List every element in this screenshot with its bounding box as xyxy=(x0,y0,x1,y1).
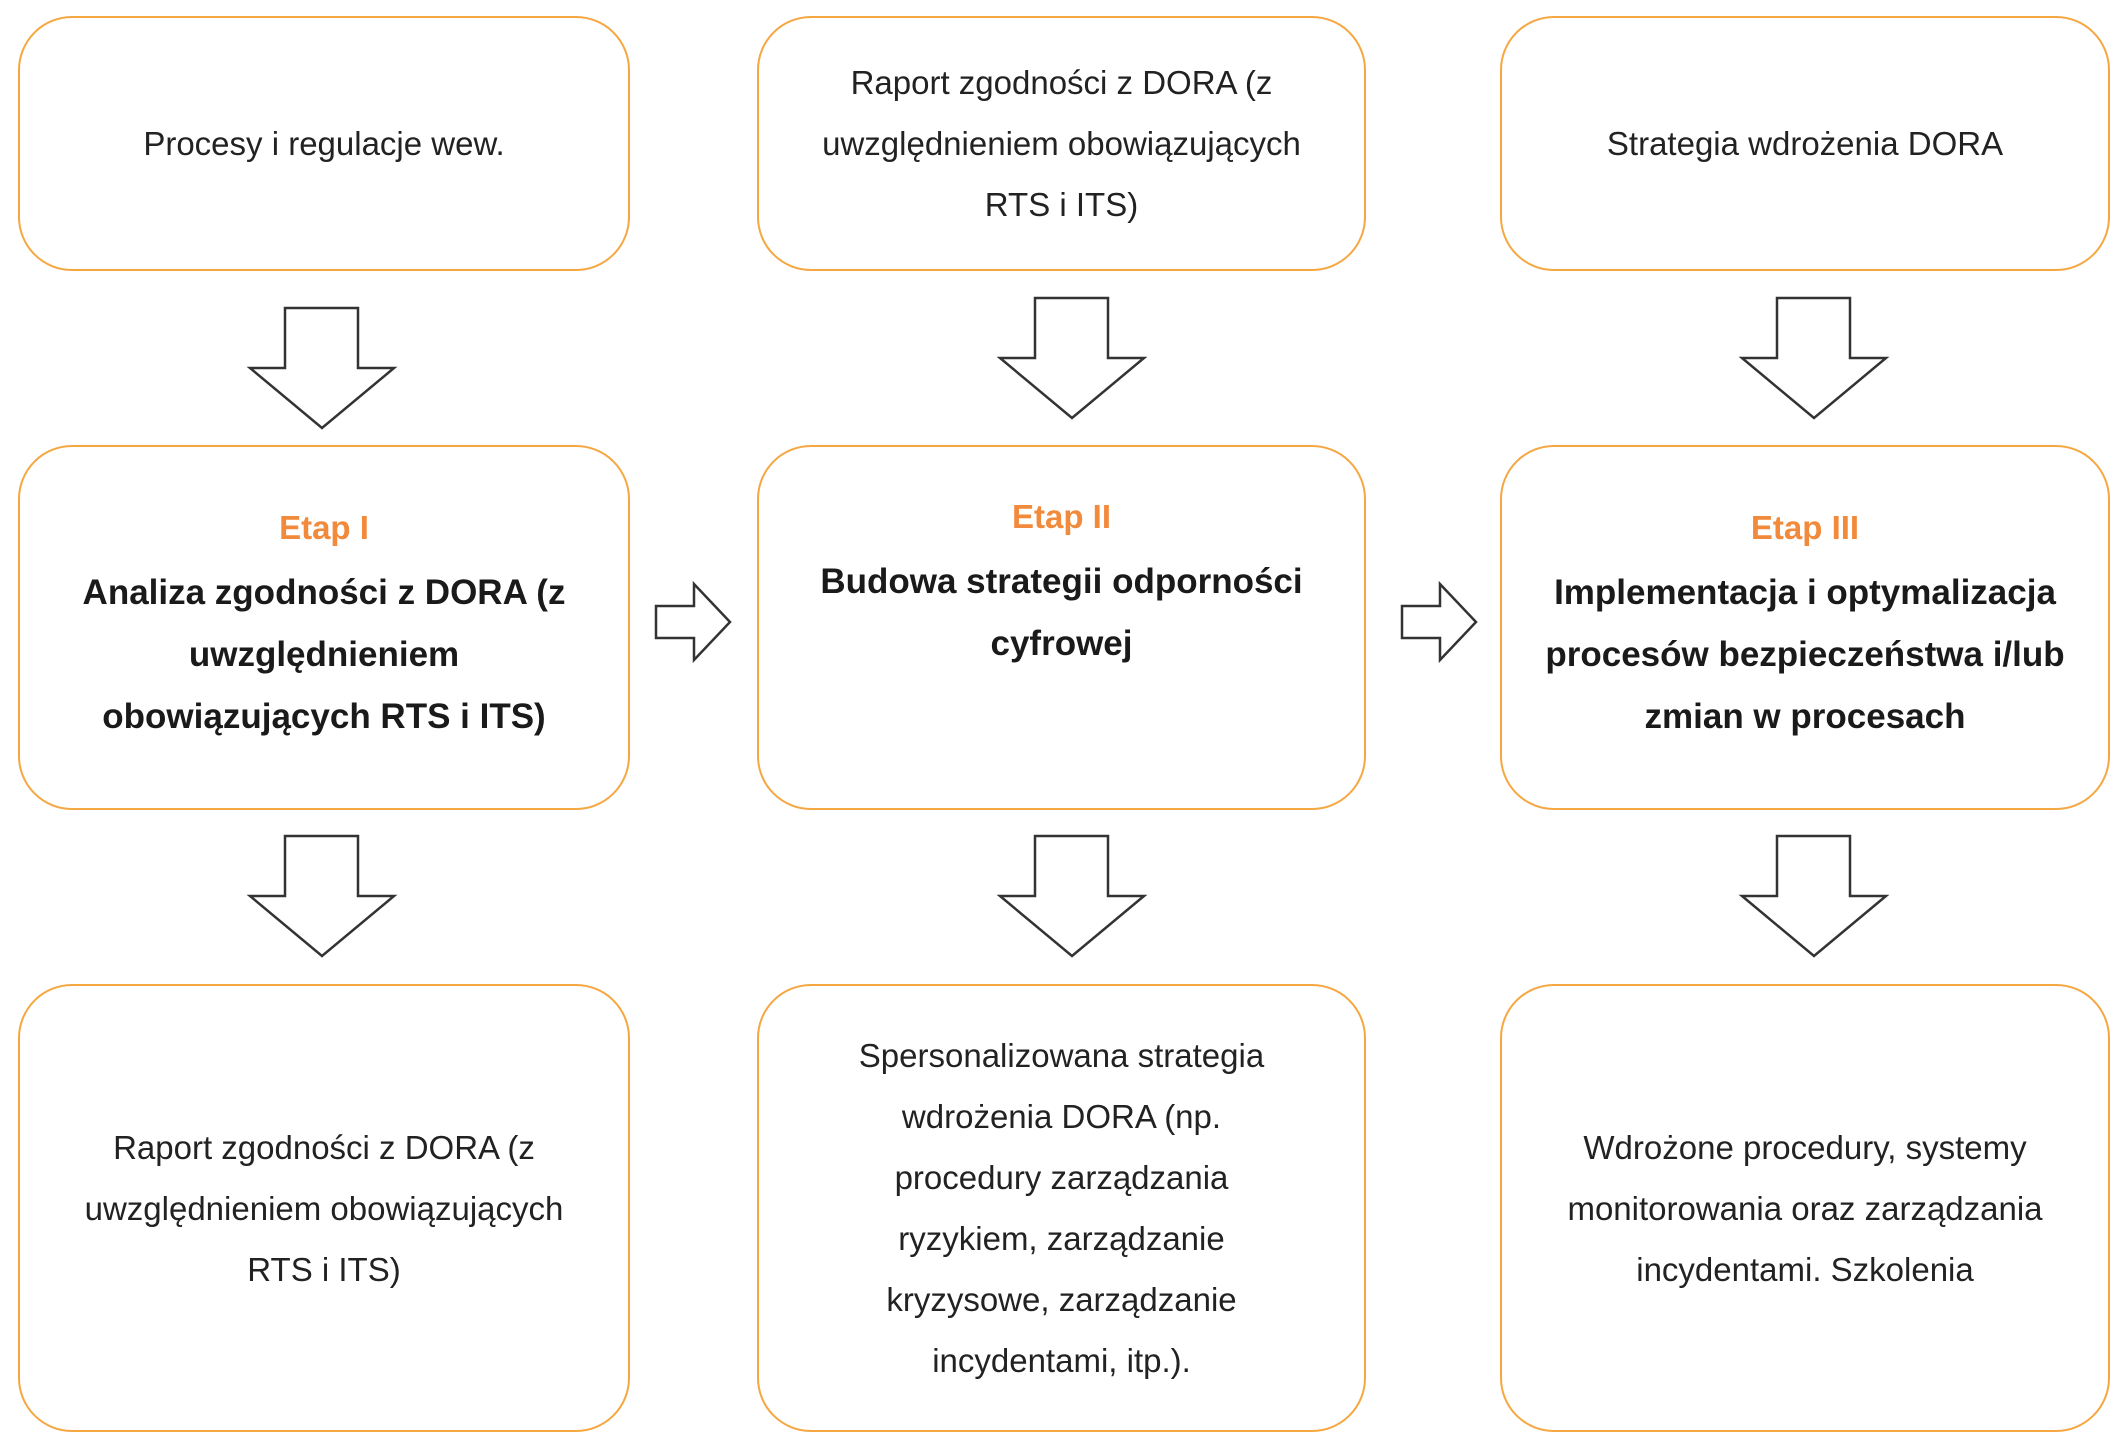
output-box-stage-3: Wdrożone procedury, systemy monitorowani… xyxy=(1500,984,2110,1432)
stage-label-2: Etap II xyxy=(1011,498,1112,535)
stage-title-2: Budowa strategii odporności cyfrowej xyxy=(820,562,1303,663)
stage-title-1: Analiza zgodności z DORA (z uwzględnieni… xyxy=(82,572,566,736)
input-box-stage-2: Raport zgodności z DORA (z uwzględnienie… xyxy=(757,16,1366,271)
input-box-stage-1: Procesy i regulacje wew. xyxy=(18,16,630,271)
output-text-stage-3: Wdrożone procedury, systemy monitorowani… xyxy=(1567,1128,2043,1288)
input-text-stage-2: Raport zgodności z DORA (z uwzględnienie… xyxy=(822,64,1301,223)
down-arrow-icon xyxy=(246,306,398,430)
stage-label-1: Etap I xyxy=(279,508,369,546)
stage-label-3: Etap III xyxy=(1750,508,1860,546)
output-box-stage-2: Spersonalizowana strategia wdrożenia DOR… xyxy=(757,984,1366,1432)
input-box-stage-3: Strategia wdrożenia DORA xyxy=(1500,16,2110,271)
stage-box-3: Etap III Implementacja i optymalizacja p… xyxy=(1500,445,2110,810)
down-arrow-icon xyxy=(996,834,1148,958)
output-box-stage-1: Raport zgodności z DORA (z uwzględnienie… xyxy=(18,984,630,1432)
down-arrow-icon xyxy=(1738,296,1890,420)
stage-box-2: Etap II Budowa strategii odporności cyfr… xyxy=(757,445,1366,810)
right-arrow-icon xyxy=(1400,580,1478,664)
output-text-stage-1: Raport zgodności z DORA (z uwzględnienie… xyxy=(84,1128,564,1288)
input-text-stage-3: Strategia wdrożenia DORA xyxy=(1606,125,2004,162)
down-arrow-icon xyxy=(1738,834,1890,958)
down-arrow-icon xyxy=(246,834,398,958)
down-arrow-icon xyxy=(996,296,1148,420)
input-text-stage-1: Procesy i regulacje wew. xyxy=(143,125,505,162)
stage-box-1: Etap I Analiza zgodności z DORA (z uwzgl… xyxy=(18,445,630,810)
output-text-stage-2: Spersonalizowana strategia wdrożenia DOR… xyxy=(858,1037,1265,1379)
right-arrow-icon xyxy=(654,580,732,664)
stage-title-3: Implementacja i optymalizacja procesów b… xyxy=(1545,572,2065,736)
